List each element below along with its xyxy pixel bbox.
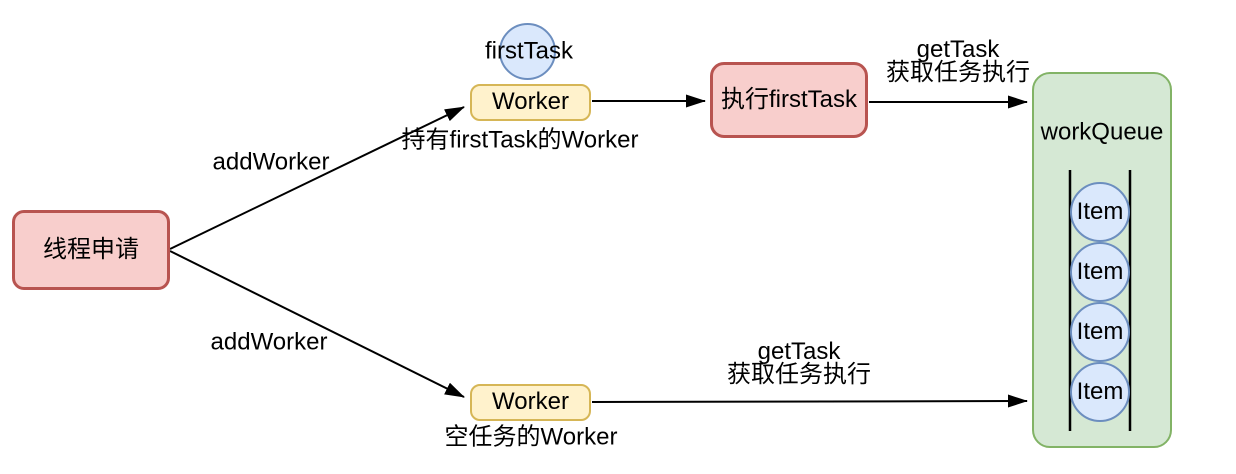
get-task-top-label: getTask 获取任务执行 (886, 36, 1030, 86)
queue-item-label: Item (1076, 258, 1124, 285)
thread-request-node: 线程申请 (12, 210, 170, 290)
add-worker-bottom-label: addWorker (210, 328, 328, 356)
arrow-add-worker-top (169, 106, 465, 250)
worker-top-caption: 持有firstTask的Worker (401, 126, 639, 154)
arrow-add-worker-bottom (169, 250, 465, 398)
arrow-worker-to-queue (591, 394, 1028, 408)
queue-item: Item (1070, 362, 1130, 422)
exec-first-task-node: 执行firstTask (710, 62, 868, 138)
work-queue-title: workQueue (1040, 118, 1164, 146)
get-task-top-line2: 获取任务执行 (886, 59, 1030, 86)
queue-item-label: Item (1076, 318, 1124, 345)
thread-request-label: 线程申请 (43, 235, 139, 263)
worker-bottom-caption: 空任务的Worker (444, 423, 618, 451)
get-task-bottom-line1: getTask (757, 338, 841, 365)
worker-bottom-label: Worker (492, 388, 569, 416)
get-task-bottom-line2: 获取任务执行 (727, 361, 871, 388)
queue-item: Item (1070, 242, 1130, 302)
queue-item: Item (1070, 182, 1130, 242)
get-task-bottom-label: getTask 获取任务执行 (727, 338, 871, 388)
exec-first-task-label: 执行firstTask (720, 85, 857, 113)
queue-item: Item (1070, 302, 1130, 362)
worker-top-node: Worker (470, 84, 591, 121)
queue-item-label: Item (1076, 378, 1124, 405)
worker-top-label: Worker (492, 88, 569, 116)
first-task-label: firstTask (484, 37, 574, 65)
add-worker-top-label: addWorker (212, 148, 330, 176)
worker-bottom-node: Worker (470, 384, 591, 421)
first-task-circle (499, 23, 556, 80)
queue-item-label: Item (1076, 198, 1124, 225)
get-task-top-line1: getTask (916, 36, 1000, 63)
